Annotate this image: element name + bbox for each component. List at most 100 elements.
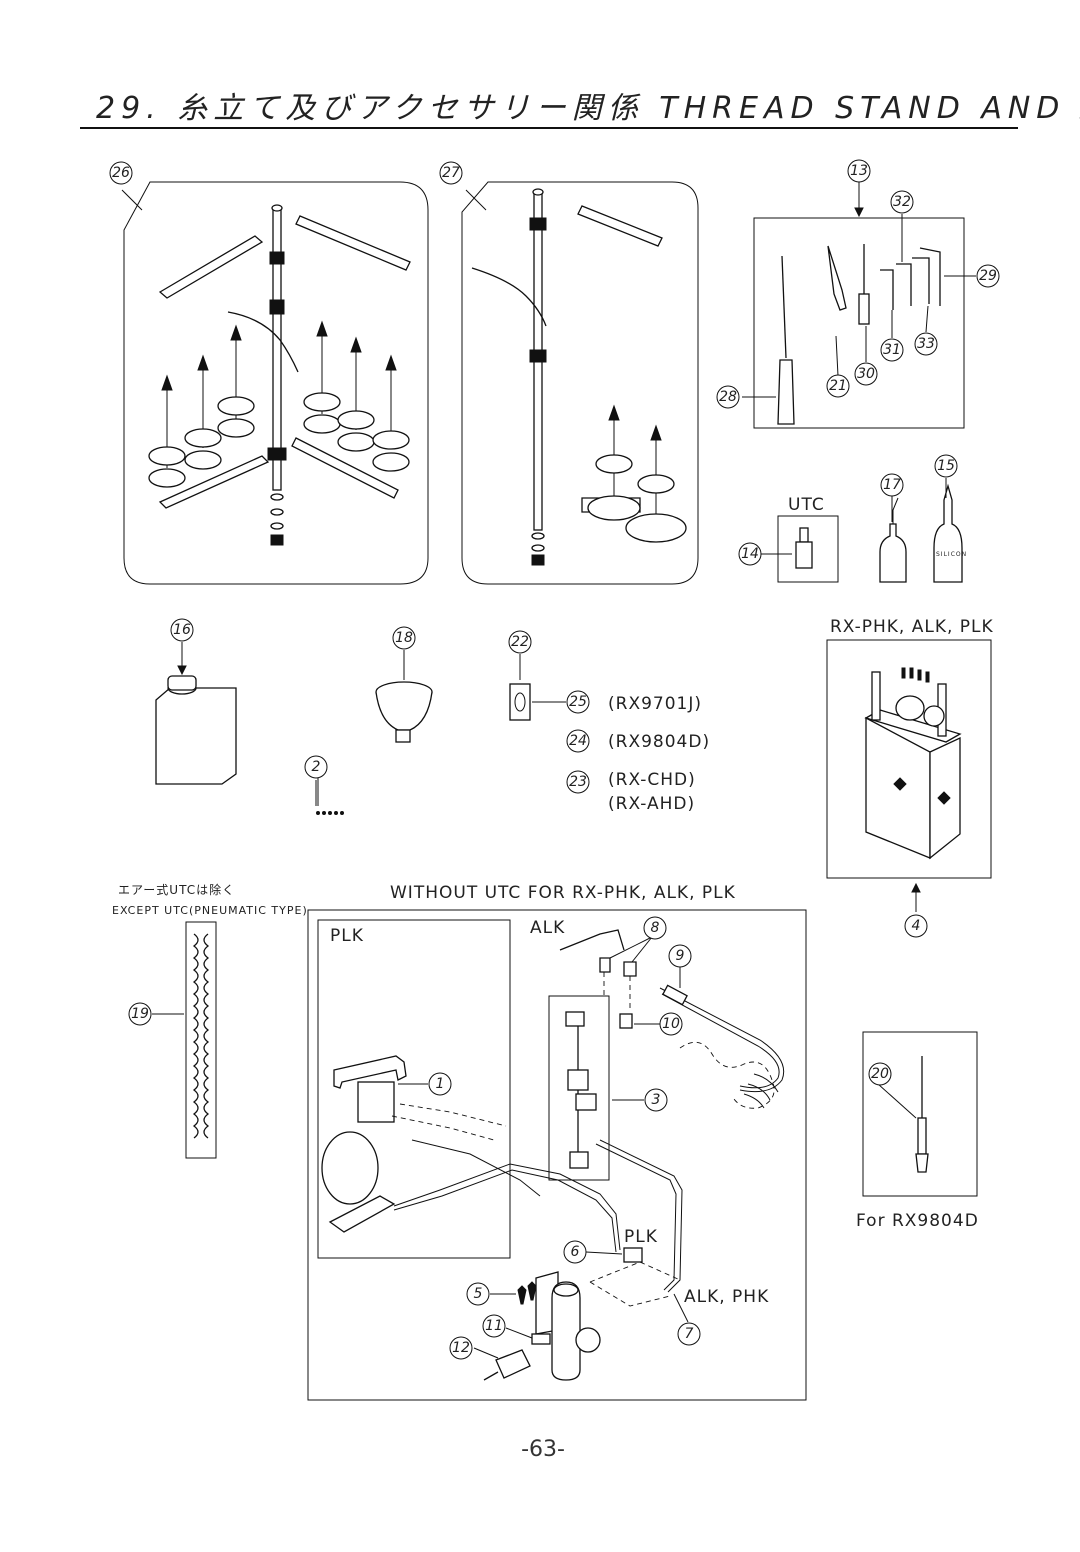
- plate-22: [509, 683, 531, 721]
- fitting-11: [531, 1333, 551, 1345]
- utc-part-14: [795, 541, 813, 569]
- thread-guide-wire: [227, 311, 299, 373]
- bottom-arm-right: [291, 437, 399, 499]
- utc-label: UTC: [788, 495, 825, 515]
- part-bubble-13: 13: [847, 159, 871, 183]
- alk-phk-label: ALK, PHK: [684, 1287, 769, 1307]
- brush-group: For RX9804D: [856, 1031, 979, 1231]
- part-bubble-14: 14: [738, 542, 762, 566]
- part-bubble-26: 26: [109, 161, 133, 185]
- tool-set-frame: [753, 217, 965, 429]
- screwdriver-handle: [777, 359, 795, 425]
- thread-stand-single-frame: [461, 181, 699, 585]
- part-bubble-29: 29: [976, 264, 1000, 288]
- plk-fitting-label: PLK: [624, 1227, 658, 1247]
- part-bubble-11: 11: [482, 1314, 506, 1338]
- plk-box-label: PLK: [330, 926, 364, 946]
- svg-text:28: 28: [719, 389, 737, 405]
- svg-text:5: 5: [474, 1286, 483, 1302]
- spool-holders-right: [303, 320, 410, 472]
- filter-regulator: [551, 1281, 581, 1381]
- fitting-10: [619, 1013, 633, 1029]
- oil-can: [155, 687, 237, 785]
- svg-text:15: 15: [937, 458, 955, 474]
- tool-set-group: [753, 181, 965, 429]
- svg-text:12: 12: [452, 1340, 470, 1356]
- without-utc-title: WITHOUT UTC FOR RX-PHK, ALK, PLK: [390, 883, 736, 903]
- part-bubble-7: 7: [677, 1322, 701, 1346]
- part-bubble-10: 10: [659, 1012, 683, 1036]
- svg-text:13: 13: [850, 163, 868, 179]
- plk-bracket: [333, 1055, 407, 1089]
- for-rx9804d-label: For RX9804D: [856, 1211, 979, 1231]
- part-bubble-19: 19: [128, 1002, 152, 1026]
- small-screwdriver: [858, 293, 870, 325]
- thread-guide-wire-single: [471, 267, 547, 327]
- part-bubble-31: 31: [880, 338, 904, 362]
- thread-stand-single-group: [461, 181, 699, 585]
- rx-ahd-label: (RX-AHD): [608, 794, 695, 814]
- svg-text:18: 18: [395, 630, 413, 646]
- part-bubble-9: 9: [668, 944, 692, 968]
- rx-phk-title: RX-PHK, ALK, PLK: [830, 617, 994, 637]
- part-bubble-23: 23: [566, 770, 590, 794]
- svg-text:29: 29: [979, 268, 997, 284]
- part-bubble-25: 25: [566, 690, 590, 714]
- svg-text:3: 3: [652, 1092, 661, 1108]
- part-bubble-22: 22: [508, 630, 532, 654]
- utc-group: UTC: [777, 495, 839, 583]
- regulator-frame: [548, 995, 610, 1181]
- part-bubbles: 26 27 13 32 29 28 21 30 31 33 15 17 14 1…: [109, 159, 1000, 1360]
- rx-phk-group: RX-PHK, ALK, PLK: [826, 617, 994, 912]
- svg-text:27: 27: [442, 165, 460, 181]
- svg-text:4: 4: [912, 918, 921, 934]
- part-bubble-33: 33: [914, 332, 938, 356]
- svg-text:33: 33: [917, 336, 935, 352]
- part-bubble-21: 21: [826, 374, 850, 398]
- plk-valve: [328, 1195, 396, 1233]
- svg-text:17: 17: [883, 477, 901, 493]
- svg-text:20: 20: [871, 1066, 889, 1082]
- svg-text:6: 6: [571, 1244, 580, 1260]
- part-bubble-12: 12: [449, 1336, 473, 1360]
- top-arm-single: [577, 205, 663, 247]
- utc-frame: [777, 515, 839, 583]
- part-bubble-27: 27: [439, 161, 463, 185]
- page-title: 29. 糸立て及びアクセサリー関係 THREAD STAND AND ACCES…: [96, 91, 1080, 126]
- hex-key-29: [919, 247, 941, 306]
- svg-text:7: 7: [685, 1326, 694, 1342]
- svg-text:31: 31: [883, 342, 901, 358]
- oiler-bottles: SILICON: [879, 483, 966, 583]
- oiler-bottle-17: [879, 523, 907, 583]
- plk-cylinder: [357, 1081, 395, 1123]
- part-bubble-2: 2: [304, 755, 328, 779]
- hex-key-33: [912, 257, 930, 304]
- svg-text:1: 1: [436, 1076, 445, 1092]
- svg-text:24: 24: [569, 733, 587, 749]
- brush-20: [915, 1153, 929, 1173]
- leader-lines: [315, 214, 976, 1359]
- part-bubble-24: 24: [566, 729, 590, 753]
- fitting-6: [623, 1247, 643, 1263]
- part-bubble-20: 20: [868, 1062, 892, 1086]
- part-bubble-3: 3: [644, 1088, 668, 1112]
- chain-group: エアー式UTCは除く EXCEPT UTC(PNEUMATIC TYPE): [112, 882, 308, 1159]
- regulator-valve: [567, 1069, 589, 1091]
- oil-can-cap: [167, 675, 197, 691]
- svg-text:8: 8: [651, 920, 660, 936]
- hex-key-31: [880, 269, 894, 310]
- part-bubble-5: 5: [466, 1282, 490, 1306]
- part-bubble-6: 6: [563, 1240, 587, 1264]
- part-bubble-32: 32: [890, 190, 914, 214]
- part-bubble-4: 4: [904, 914, 928, 938]
- part-bubble-15: 15: [934, 454, 958, 478]
- svg-text:2: 2: [312, 759, 321, 775]
- oil-can-group: [155, 642, 237, 785]
- svg-text:26: 26: [112, 165, 130, 181]
- except-jp-label: エアー式UTCは除く: [118, 882, 235, 897]
- svg-text:11: 11: [485, 1318, 503, 1334]
- without-utc-group: WITHOUT UTC FOR RX-PHK, ALK, PLK PLK ALK…: [307, 883, 807, 1401]
- coiled-tube: [679, 1041, 775, 1109]
- except-en-label: EXCEPT UTC(PNEUMATIC TYPE): [112, 904, 308, 917]
- svg-text:9: 9: [676, 948, 685, 964]
